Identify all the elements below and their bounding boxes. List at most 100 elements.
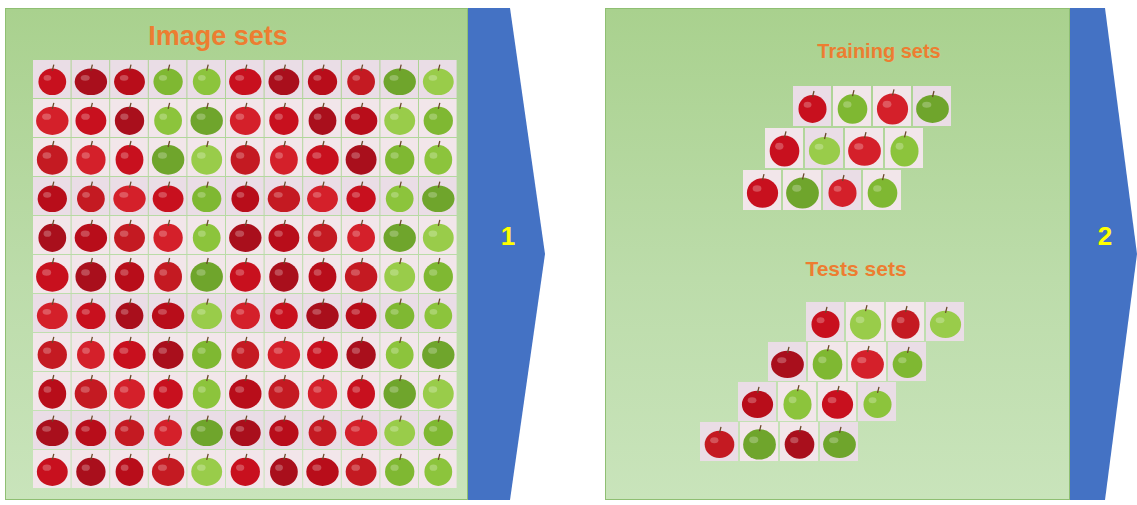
photo-ground <box>778 382 816 421</box>
apple-body <box>36 262 68 292</box>
apple-photo <box>303 138 341 176</box>
apple-body <box>268 379 299 409</box>
apple-stem <box>284 375 286 381</box>
photo-ground <box>110 411 148 449</box>
apple-body <box>75 224 107 252</box>
apple-body <box>190 420 222 447</box>
apple-stem <box>168 337 170 343</box>
apple-stem <box>130 220 132 226</box>
apple-body <box>190 107 222 135</box>
apple-photo <box>226 450 264 488</box>
apple-photo <box>419 294 457 332</box>
apple-shine <box>159 386 167 393</box>
apple-shine <box>42 426 51 432</box>
apple-photo <box>380 333 418 371</box>
apple-stem <box>91 416 93 422</box>
apple-photo <box>419 138 457 176</box>
photo-ground <box>806 302 844 341</box>
photo-ground <box>342 138 380 176</box>
apple-shine <box>854 143 863 149</box>
apple-photo <box>778 382 816 421</box>
photo-ground <box>419 372 457 410</box>
apple-photo <box>419 216 457 254</box>
apple-photo <box>342 60 380 98</box>
apple-shine <box>119 348 128 354</box>
apple-shine <box>235 75 244 81</box>
apple-photo <box>265 60 303 98</box>
photo-ground <box>72 138 110 176</box>
apple-photo <box>303 177 341 215</box>
apple-shine <box>856 316 865 323</box>
apple-photo <box>265 294 303 332</box>
apple-shine <box>159 426 167 432</box>
apple-body <box>383 224 415 252</box>
photo-ground <box>265 294 303 332</box>
apple-shine <box>883 101 892 108</box>
apple-photo <box>303 216 341 254</box>
apple-stem <box>207 416 209 422</box>
photo-ground <box>342 216 380 254</box>
apple-body <box>269 420 298 447</box>
photo-ground <box>265 255 303 293</box>
photo-ground <box>380 372 418 410</box>
apple-body <box>423 224 454 252</box>
apple-stem <box>168 454 170 460</box>
apple-stem <box>400 141 402 147</box>
apple-stem <box>438 220 440 226</box>
apple-photo <box>33 60 71 98</box>
apple-body <box>153 224 182 252</box>
photo-ground <box>419 216 457 254</box>
apple-stem <box>803 173 805 179</box>
apple-shine <box>898 357 906 363</box>
photo-ground <box>33 99 71 137</box>
apple-body <box>306 303 338 330</box>
apple-photo <box>72 333 110 371</box>
apple-photo <box>187 255 225 293</box>
apple-shine <box>869 397 877 403</box>
apple-photo <box>265 450 303 488</box>
photo-ground <box>226 216 264 254</box>
apple-shine <box>275 309 283 315</box>
apple-shine <box>922 102 931 108</box>
apple-shine <box>789 396 797 403</box>
apple-stem <box>361 416 363 422</box>
apple-shine <box>314 114 322 120</box>
photo-ground <box>303 372 341 410</box>
apple-photo <box>913 86 951 126</box>
apple-stem <box>207 141 209 147</box>
photo-ground <box>342 450 380 488</box>
apple-body <box>309 420 337 447</box>
photo-ground <box>33 216 71 254</box>
photo-ground <box>926 302 964 341</box>
apple-stem <box>883 174 885 180</box>
apple-stem <box>130 65 132 71</box>
apple-photo <box>820 422 858 461</box>
apple-stem <box>245 141 247 147</box>
photo-ground <box>187 294 225 332</box>
apple-stem <box>168 141 170 147</box>
apple-shine <box>351 152 360 159</box>
photo-ground <box>149 60 187 98</box>
apple-shine <box>159 269 167 276</box>
apple-stem <box>52 141 54 147</box>
apple-stem <box>284 182 286 188</box>
apple-shine <box>351 114 360 120</box>
apple-shine <box>274 231 283 237</box>
apple-shine <box>390 465 398 471</box>
apple-body <box>868 178 898 208</box>
apple-body <box>742 391 773 418</box>
apple-body <box>37 303 68 330</box>
apple-stem <box>91 141 93 147</box>
apple-shine <box>197 465 206 471</box>
apple-shine <box>777 357 786 363</box>
apple-body <box>385 303 414 330</box>
photo-ground <box>110 333 148 371</box>
apple-stem <box>91 375 93 381</box>
photo-ground <box>149 333 187 371</box>
apple-stem <box>130 375 132 381</box>
apple-shine <box>42 269 51 276</box>
apple-shine <box>236 269 245 276</box>
apple-stem <box>400 299 402 305</box>
apple-shine <box>390 114 399 120</box>
apple-body <box>193 379 221 409</box>
